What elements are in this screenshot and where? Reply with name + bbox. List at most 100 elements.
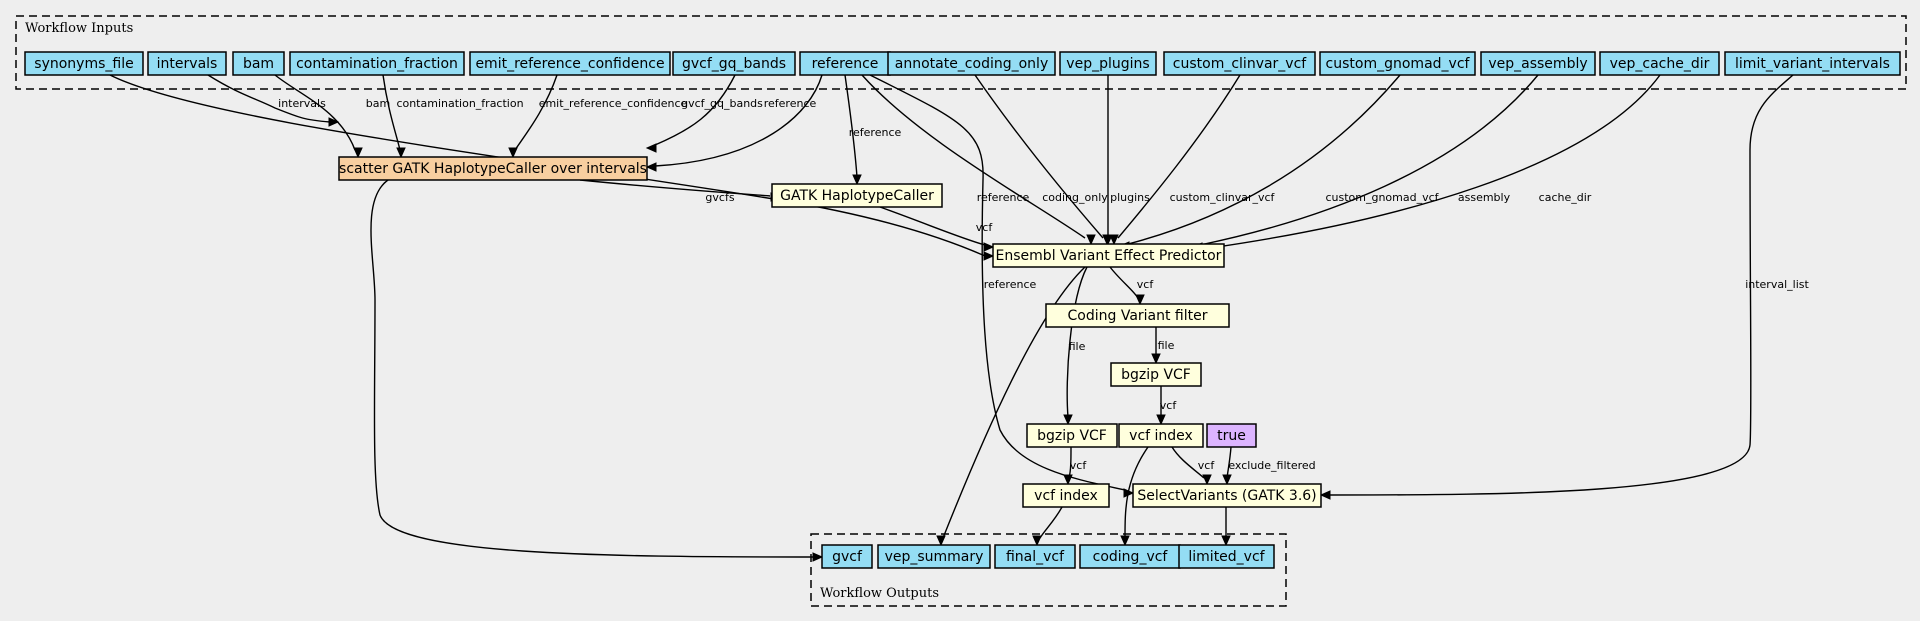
node-in-bam[interactable]: bam — [232, 51, 285, 76]
node-in-gnomad[interactable]: custom_gnomad_vcf — [1319, 51, 1476, 76]
node-in-limit[interactable]: limit_variant_intervals — [1724, 51, 1901, 76]
node-in-emitref[interactable]: emit_reference_confidence — [469, 51, 671, 76]
node-in-clinvar[interactable]: custom_clinvar_vcf — [1163, 51, 1316, 76]
arrowhead — [936, 535, 946, 547]
edge-line — [1066, 266, 1088, 418]
edge-contam — [382, 74, 406, 159]
node-in-annot[interactable]: annotate_coding_only — [887, 51, 1056, 76]
node-box — [1059, 51, 1157, 76]
node-box — [1599, 51, 1720, 76]
node-label: bgzip VCF — [1121, 367, 1191, 383]
node-label: true — [1217, 428, 1246, 444]
edge-label-bam: bam — [366, 97, 390, 110]
arrowhead — [1086, 234, 1096, 246]
node-st-true[interactable]: true — [1206, 423, 1257, 448]
arrowhead — [1135, 294, 1145, 306]
edge-line — [1124, 446, 1149, 539]
arrowhead — [983, 251, 995, 261]
node-st-vep[interactable]: Ensembl Variant Effect Predictor — [992, 243, 1225, 268]
edge-label-assembly: assembly — [1458, 191, 1511, 204]
node-box — [1178, 544, 1275, 569]
edge-label-ref-scatter: reference — [764, 97, 817, 110]
edge-line — [1328, 74, 1794, 496]
arrowhead — [1103, 234, 1113, 246]
node-box — [24, 51, 144, 76]
node-st-gatkhc[interactable]: GATK HaplotypeCaller — [771, 183, 943, 208]
node-in-intervals[interactable]: intervals — [147, 51, 227, 76]
node-in-assembly[interactable]: vep_assembly — [1480, 51, 1596, 76]
edge-filter-bgzip1 — [1151, 327, 1161, 365]
edge-label-emitref: emit_reference_confidence — [539, 97, 688, 110]
node-out-coding[interactable]: coding_vcf — [1079, 544, 1181, 569]
arrowhead — [645, 143, 657, 153]
edge-label-cache: cache_dir — [1539, 191, 1592, 204]
edge-line — [579, 179, 771, 197]
node-st-bgzip1[interactable]: bgzip VCF — [1110, 362, 1202, 387]
edge-line — [1127, 74, 1401, 245]
edge-label-plugins: plugins — [1110, 191, 1150, 204]
node-label: contamination_fraction — [296, 56, 458, 72]
arrowhead — [1221, 535, 1231, 547]
node-label: vcf index — [1034, 488, 1098, 504]
edge-label-vep-bgzip2: file — [1069, 340, 1086, 353]
edge-codingonly — [974, 74, 1112, 246]
workflow-inputs-cluster — [15, 15, 1907, 90]
edge-line — [861, 74, 1086, 239]
node-st-vcfindex2[interactable]: vcf index — [1022, 483, 1110, 508]
node-st-scatter[interactable]: scatter GATK HaplotypeCaller over interv… — [338, 156, 648, 181]
arrowhead — [353, 147, 363, 159]
edge-label-gnomad: custom_gnomad_vcf — [1325, 191, 1439, 204]
node-label: custom_clinvar_vcf — [1173, 56, 1308, 72]
node-in-gqbands[interactable]: gvcf_gq_bands — [672, 51, 796, 76]
edge-select-limited — [1221, 507, 1231, 547]
node-box — [1163, 51, 1316, 76]
edge-line — [1109, 266, 1139, 299]
edge-line — [844, 74, 858, 178]
edge-ref-vep — [861, 74, 1096, 246]
node-st-bgzip2[interactable]: bgzip VCF — [1026, 423, 1118, 448]
node-box — [1319, 51, 1476, 76]
arrowhead — [328, 117, 340, 127]
node-out-vepsum[interactable]: vep_summary — [877, 544, 991, 569]
node-out-final[interactable]: final_vcf — [994, 544, 1076, 569]
node-in-plugins[interactable]: vep_plugins — [1059, 51, 1157, 76]
node-in-reference[interactable]: reference — [799, 51, 891, 76]
node-out-limited[interactable]: limited_vcf — [1178, 544, 1275, 569]
edge-gqbands — [645, 74, 736, 153]
edge-label-gvcfs: gvcfs — [705, 191, 734, 204]
node-st-codingfilter[interactable]: Coding Variant filter — [1045, 303, 1230, 328]
node-label: coding_vcf — [1093, 549, 1169, 565]
node-in-cache[interactable]: vep_cache_dir — [1599, 51, 1720, 76]
edge-label-ref-gatkhc: reference — [849, 126, 902, 139]
node-label: gvcf_gq_bands — [682, 56, 786, 72]
node-box — [147, 51, 227, 76]
node-label: annotate_coding_only — [895, 56, 1048, 72]
node-box — [1045, 303, 1230, 328]
node-box — [771, 183, 943, 208]
node-st-vcfindex1[interactable]: vcf index — [1118, 423, 1204, 448]
edge-line — [879, 206, 986, 246]
node-box — [1026, 423, 1118, 448]
node-label: vep_plugins — [1066, 56, 1149, 72]
node-box — [992, 243, 1225, 268]
edge-line — [207, 74, 331, 123]
edge-line — [370, 179, 816, 558]
arrowhead — [645, 162, 657, 172]
edge-label-bgzip1-index1: vcf — [1160, 399, 1178, 412]
node-st-select[interactable]: SelectVariants (GATK 3.6) — [1132, 483, 1322, 508]
node-label: bam — [243, 56, 274, 72]
node-label: intervals — [157, 56, 218, 72]
node-in-contam[interactable]: contamination_fraction — [289, 51, 465, 76]
edge-bgzip2-index2 — [1063, 446, 1073, 486]
node-out-gvcf[interactable]: gvcf — [821, 544, 873, 569]
edge-gnomad — [1118, 74, 1401, 251]
node-box — [469, 51, 671, 76]
edge-bam — [274, 74, 363, 159]
edge-ref-gatkhc — [844, 74, 862, 186]
workflow-outputs-cluster — [810, 533, 1287, 607]
edge-plugins — [1103, 75, 1113, 246]
edge-line — [382, 74, 401, 151]
node-in-synonyms[interactable]: synonyms_file — [24, 51, 144, 76]
arrowhead — [1202, 474, 1212, 486]
